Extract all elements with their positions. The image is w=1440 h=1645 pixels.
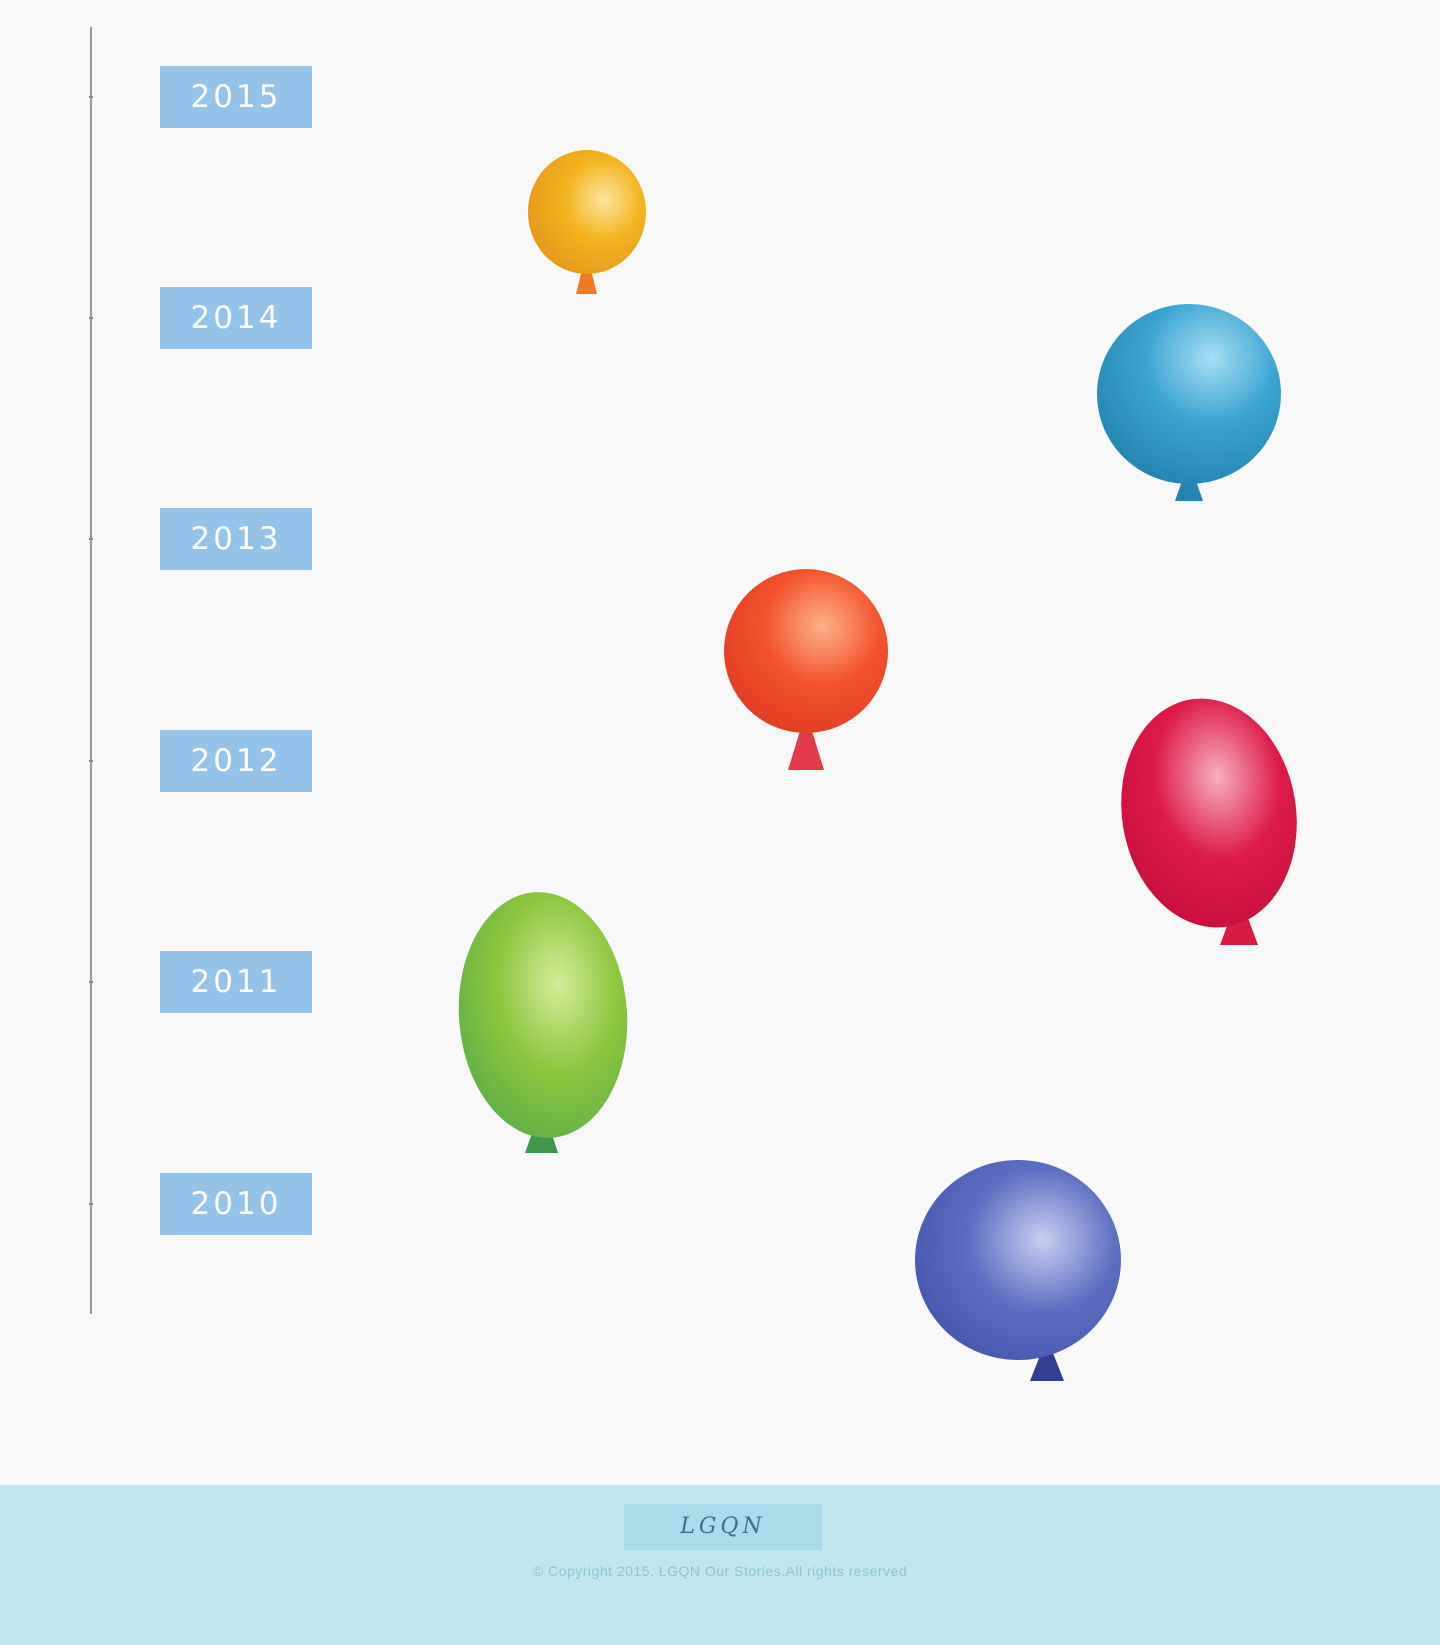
year-tag-2013[interactable]: 2013 bbox=[160, 508, 312, 570]
year-tag-2015[interactable]: 2015 bbox=[160, 66, 312, 128]
indigo-balloon-image bbox=[915, 1160, 1121, 1381]
timeline-tick bbox=[89, 981, 93, 983]
timeline-axis bbox=[90, 27, 92, 1314]
timeline-tick bbox=[89, 317, 93, 319]
footer: LGQN © Copyright 2015. LGQN Our Stories.… bbox=[0, 1485, 1440, 1645]
year-tag-2010[interactable]: 2010 bbox=[160, 1173, 312, 1235]
footer-logo[interactable]: LGQN bbox=[624, 1504, 822, 1550]
yellow-balloon-image bbox=[528, 150, 646, 294]
green-balloon-image bbox=[458, 892, 628, 1153]
crimson-balloon-image bbox=[1121, 698, 1297, 945]
timeline-tick bbox=[89, 96, 93, 98]
timeline-tick bbox=[89, 760, 93, 762]
timeline-section: 2015 2014 2013 2012 2011 2010 bbox=[89, 27, 1297, 1381]
orange-balloon-image bbox=[724, 569, 888, 770]
blue-balloon-image bbox=[1097, 304, 1281, 501]
timeline-tick bbox=[89, 1203, 93, 1205]
year-tag-2011[interactable]: 2011 bbox=[160, 951, 312, 1013]
copyright-text: © Copyright 2015. LGQN Our Stories.All r… bbox=[532, 1563, 908, 1579]
year-tag-2012[interactable]: 2012 bbox=[160, 730, 312, 792]
year-tag-2014[interactable]: 2014 bbox=[160, 287, 312, 349]
timeline-tick bbox=[89, 538, 93, 540]
